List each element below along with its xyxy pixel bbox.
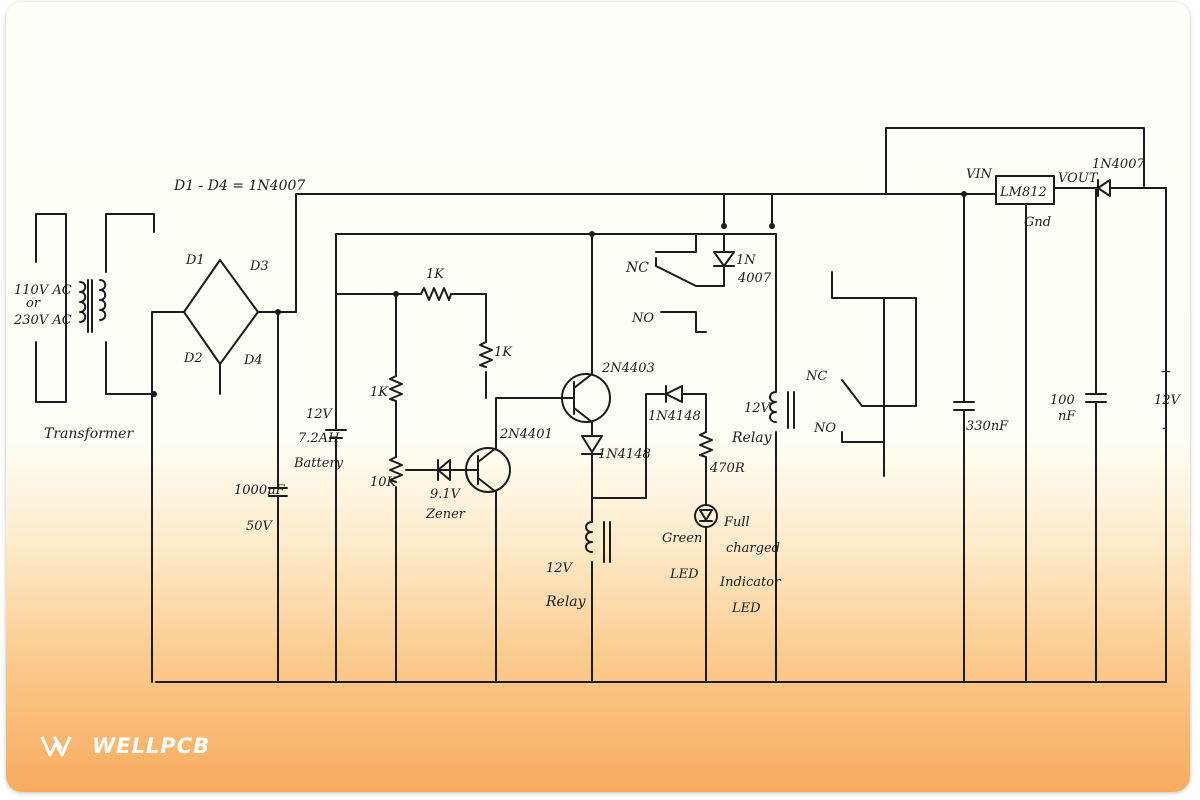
- r-top-label: 1K: [426, 267, 445, 282]
- battery-capacity: 7.2AH: [298, 431, 340, 446]
- d1-label: D1: [185, 253, 205, 268]
- d-relay-label-1: 1N: [736, 253, 756, 268]
- led-full-label-4: LED: [731, 601, 761, 616]
- led-full-label-1: Full: [723, 515, 750, 530]
- diodes-note: D1 - D4 = 1N4007: [173, 178, 305, 194]
- r-left-label: 1K: [370, 385, 389, 400]
- led-green-label-1: Green: [662, 531, 702, 546]
- led-green-label-2: LED: [669, 567, 699, 582]
- out-voltage-label: 12V: [1154, 393, 1182, 408]
- input-label-3: 230V AC: [13, 313, 72, 328]
- circuit-schematic: 110V AC or 230V AC Transformer D1 - D4 =…: [13, 127, 1182, 683]
- input-label-1: 110V AC: [14, 283, 72, 298]
- wiring: [35, 127, 1167, 683]
- d-sig2-label: 1N4148: [648, 409, 701, 424]
- battery-voltage: 12V: [306, 407, 334, 422]
- relay2-label: Relay: [731, 430, 773, 446]
- d4-label: D4: [243, 353, 263, 368]
- relay1-voltage: 12V: [546, 561, 574, 576]
- d3-label: D3: [249, 259, 269, 274]
- zener-label: Zener: [425, 507, 466, 522]
- out-minus-label: -: [1162, 420, 1167, 436]
- d2-label: D2: [183, 351, 203, 366]
- gnd-label: Gnd: [1024, 215, 1051, 230]
- diagram-card: 110V AC or 230V AC Transformer D1 - D4 =…: [6, 2, 1190, 792]
- vout-label: VOUT: [1058, 171, 1099, 186]
- q1-label: 2N4401: [499, 427, 553, 442]
- d-relay-label-2: 4007: [737, 271, 772, 286]
- cap-100-unit: nF: [1058, 409, 1076, 424]
- d-out-label: 1N4007: [1092, 157, 1145, 172]
- input-label-2: or: [26, 296, 41, 311]
- pot-label: 10K: [370, 475, 398, 490]
- r-right-label: 1K: [494, 345, 513, 360]
- battery-label: Battery: [293, 456, 344, 471]
- zener-voltage: 9.1V: [430, 487, 462, 502]
- nc2-label: NC: [805, 369, 827, 384]
- no1-label: NO: [631, 311, 654, 326]
- cap-main-value: 1000µF: [234, 483, 286, 498]
- cap-330-label: 330nF: [966, 419, 1009, 434]
- d-sig1-label: 1N4148: [598, 447, 651, 462]
- vin-label: VIN: [966, 167, 993, 182]
- wellpcb-logo: WELLPCB: [40, 730, 210, 762]
- relay2-voltage: 12V: [744, 401, 772, 416]
- transformer-label: Transformer: [44, 426, 134, 442]
- cap-main-voltage: 50V: [246, 519, 274, 534]
- cap-100-value: 100: [1050, 393, 1075, 408]
- led-full-label-2: charged: [726, 541, 780, 556]
- nc1-label: NC: [625, 260, 649, 276]
- brand-name: WELLPCB: [92, 734, 211, 758]
- diagram-labels: 110V AC or 230V AC Transformer D1 - D4 =…: [13, 157, 1182, 616]
- relay1-label: Relay: [545, 594, 587, 610]
- no2-label: NO: [813, 421, 836, 436]
- wellpcb-logo-icon: [40, 736, 72, 757]
- led-full-label-3: Indicator: [719, 575, 781, 590]
- reg-label: LM812: [999, 185, 1047, 200]
- q2-label: 2N4403: [601, 361, 655, 376]
- out-plus-label: +: [1160, 364, 1172, 380]
- r-led-label: 470R: [709, 461, 745, 476]
